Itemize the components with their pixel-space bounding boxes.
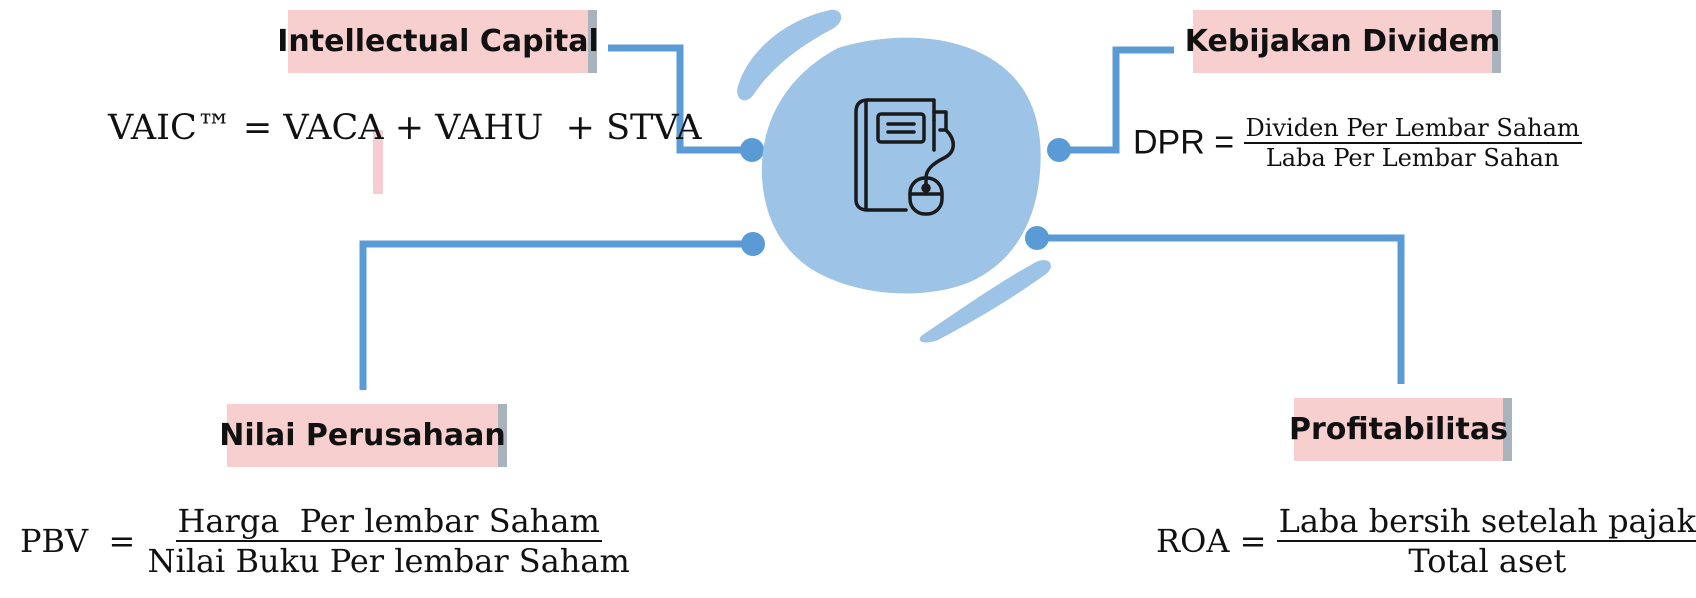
formula-pbv-lhs: PBV = [20,522,146,560]
formula-roa-denominator: Total aset [1408,542,1567,580]
connector-dot-nilai-perusahaan [741,232,765,256]
formula-pbv-denominator: Nilai Buku Per lembar Saham [147,542,630,580]
formula-roa-lhs: ROA = [1156,522,1277,560]
text-cursor-mark [373,130,383,194]
blob-brush-bottom [919,260,1051,343]
formula-dpr-lhs: DPR = [1133,123,1244,162]
label-kebijakan-dividem: Kebijakan Dividem [1185,10,1501,73]
formula-pbv-numerator: Harga Per lembar Saham [175,502,602,542]
formula-vaic-eq: = [231,108,284,148]
formula-roa-fraction: Laba bersih setelah pajak Total aset [1276,502,1696,580]
formula-pbv-fraction: Harga Per lembar Saham Nilai Buku Per le… [145,502,631,580]
formula-roa-numerator: Laba bersih setelah pajak [1276,502,1696,542]
formula-vaic: VAIC™ = VACA + VAHU + STVA [108,108,702,148]
connector-intellectual-capital [608,44,752,154]
label-nilai-perusahaan: Nilai Perusahaan [219,404,507,467]
blob-brush-top [737,9,842,101]
connector-dot-intellectual-capital [740,138,764,162]
center-blob [761,37,1041,294]
connector-nilai-perusahaan [359,240,753,390]
label-kebijakan-dividem-text: Kebijakan Dividem [1184,24,1501,59]
formula-dpr: DPR = Dividen Per Lembar Saham Laba Per … [1133,114,1582,172]
formula-dpr-denominator: Laba Per Lembar Sahan [1265,144,1560,172]
formula-vaic-lhs: VAIC™ [108,108,232,148]
label-intellectual-capital: Intellectual Capital [277,10,599,73]
formula-dpr-fraction: Dividen Per Lembar Saham Laba Per Lembar… [1243,114,1582,172]
book-with-mouse-icon [854,98,955,216]
connector-kebijakan-dividem [1059,46,1174,154]
formula-vaic-rhs: VACA + VAHU + STVA [283,108,702,148]
formula-dpr-numerator: Dividen Per Lembar Saham [1243,114,1582,144]
label-profitabilitas: Profitabilitas [1289,398,1512,461]
connector-profitabilitas [1037,234,1405,384]
connector-dot-profitabilitas [1025,226,1049,250]
label-nilai-perusahaan-text: Nilai Perusahaan [219,418,506,453]
label-intellectual-capital-text: Intellectual Capital [277,24,599,59]
formula-roa: ROA = Laba bersih setelah pajak Total as… [1156,502,1696,580]
label-profitabilitas-text: Profitabilitas [1289,412,1508,447]
formula-pbv: PBV = Harga Per lembar Saham Nilai Buku … [20,502,632,580]
connector-dot-kebijakan-dividem [1047,138,1071,162]
